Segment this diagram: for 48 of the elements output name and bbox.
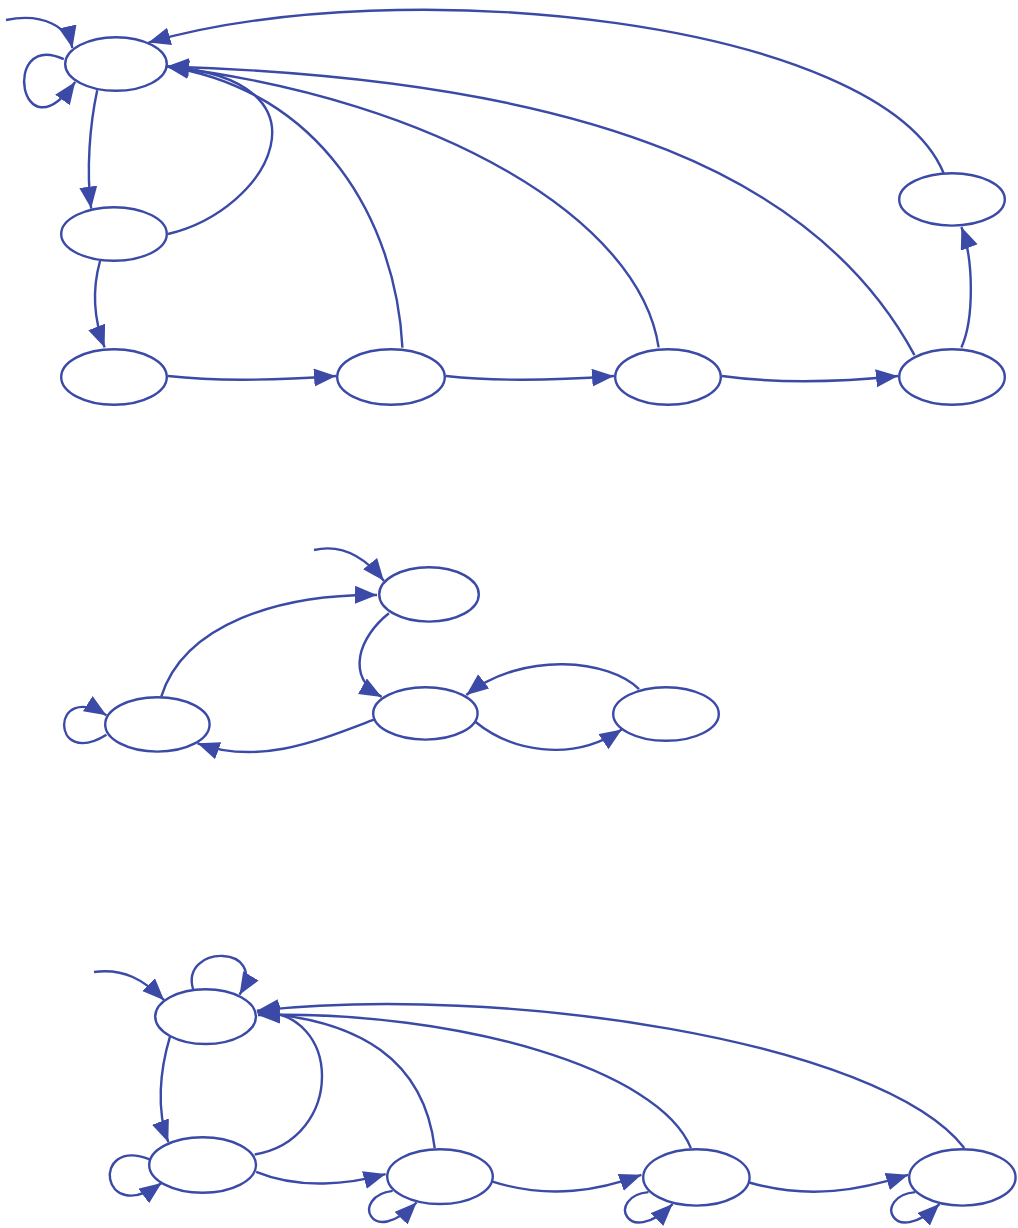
loop-arrow [190, 954, 257, 996]
arrow [166, 60, 660, 348]
state-ellipse [385, 1148, 494, 1206]
arrow [166, 58, 916, 356]
loop-arrow [63, 697, 107, 745]
state-ellipse [372, 685, 479, 740]
arrow [255, 1170, 386, 1189]
loop-arrow [624, 1190, 674, 1226]
arrow [474, 721, 623, 752]
arrow [93, 970, 165, 1002]
loop-arrow [368, 1189, 418, 1224]
state-ellipse [898, 347, 1006, 405]
state-ellipse [103, 696, 210, 754]
state-ellipse [612, 685, 720, 742]
arrow [152, 1036, 172, 1143]
arrow [254, 1005, 324, 1156]
arrow [257, 1005, 436, 1149]
state-ellipse [614, 347, 722, 405]
arrow [160, 586, 378, 698]
loop-arrow [108, 1154, 163, 1203]
state-ellipse [60, 206, 168, 262]
state-ellipse [60, 347, 168, 405]
arrow [445, 368, 615, 387]
state-ellipse [898, 172, 1006, 228]
state-ellipse [377, 566, 479, 624]
arrow [148, 8, 945, 174]
loop-arrow [890, 1190, 941, 1226]
arrow [256, 999, 966, 1149]
arrow [5, 16, 75, 49]
arrow [313, 547, 385, 582]
arrow [465, 663, 640, 696]
arrow [88, 260, 106, 348]
state-ellipse [148, 1135, 258, 1194]
state-ellipse [63, 36, 167, 92]
state-ellipse [154, 988, 258, 1046]
arrow [748, 1172, 909, 1193]
loop-arrow [23, 53, 77, 109]
arrow [358, 612, 390, 698]
state-ellipse [641, 1148, 750, 1207]
arrow [79, 90, 99, 209]
arrow [257, 1006, 692, 1149]
arrow [492, 1173, 642, 1193]
state-ellipse [336, 347, 446, 405]
arrow [721, 369, 899, 388]
arrow [197, 718, 375, 759]
state-ellipse [908, 1148, 1017, 1207]
arrow [959, 226, 977, 348]
arrow [167, 368, 337, 387]
